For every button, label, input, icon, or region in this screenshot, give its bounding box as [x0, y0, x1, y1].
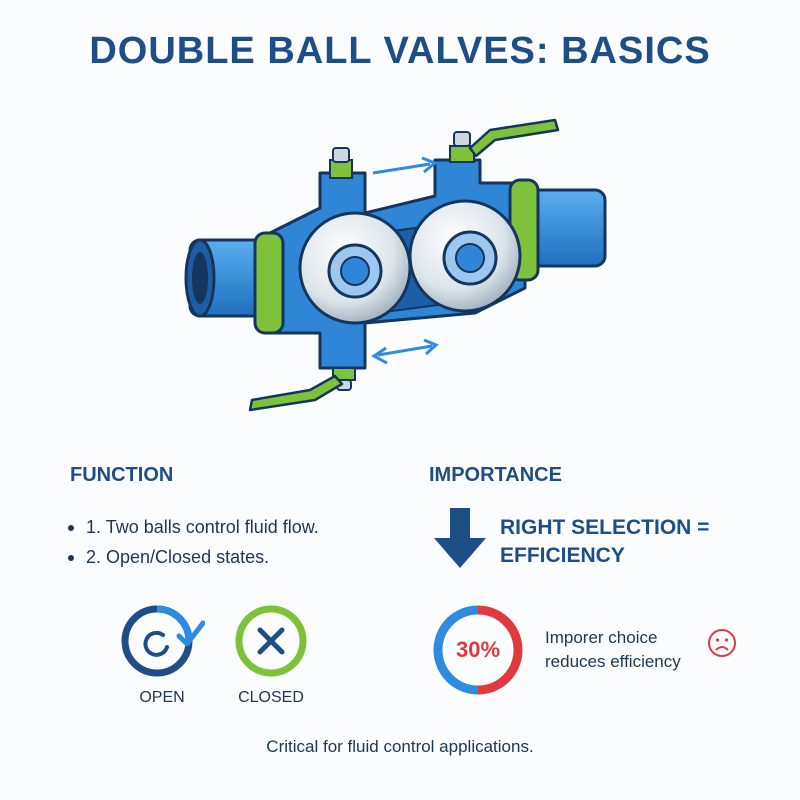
closed-state: CLOSED: [226, 603, 316, 707]
importance-heading: IMPORTANCE: [429, 464, 562, 486]
open-check-icon: [121, 605, 205, 677]
footer-note: Critical for fluid control applications.: [266, 737, 534, 756]
improper-note: Imporer choice reduces efficiency: [545, 626, 710, 674]
gauge-ring: [433, 605, 523, 695]
selection-line-2: EFFICIENCY: [500, 544, 625, 567]
improper-line-2: reduces efficiency: [545, 652, 681, 671]
list-item: 2. Open/Closed states.: [64, 542, 319, 572]
efficiency-gauge: 30%: [430, 602, 526, 698]
open-state: OPEN: [117, 603, 207, 707]
double-ball-valve-illustration: [184, 118, 607, 412]
gauge-blue-arc: [433, 605, 479, 695]
function-heading: FUNCTION: [70, 464, 174, 486]
flow-arrow-icon: [371, 338, 439, 365]
open-label: OPEN: [139, 689, 185, 706]
gauge-value: 30%: [455, 637, 501, 662]
down-arrow-icon: [434, 508, 486, 568]
closed-x-icon: [235, 605, 307, 677]
improper-line-1: Imporer choice: [545, 628, 658, 647]
list-item: 1. Two balls control fluid flow.: [64, 512, 319, 542]
page-title: DOUBLE BALL VALVES: BASICS: [89, 30, 711, 72]
sad-face-icon: [708, 629, 736, 657]
function-list: 1. Two balls control fluid flow. 2. Open…: [64, 512, 319, 572]
selection-line-1: RIGHT SELECTION =: [500, 516, 710, 539]
selection-statement: RIGHT SELECTION = EFFICIENCY: [500, 514, 750, 570]
closed-label: CLOSED: [238, 689, 304, 706]
flow-arrow-icon: [372, 156, 438, 175]
gauge-red-arc: [477, 605, 523, 695]
